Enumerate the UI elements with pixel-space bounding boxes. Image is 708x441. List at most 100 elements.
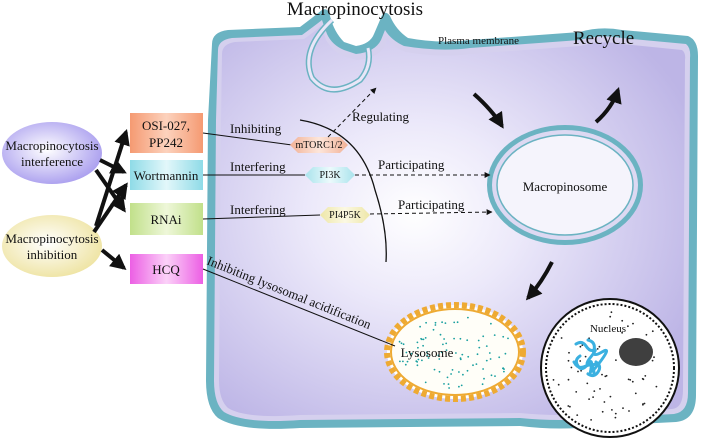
lysosome-dot: [485, 345, 488, 347]
lysosome-dot: [445, 349, 448, 351]
nucleus-dot: [653, 356, 655, 359]
lysosome-dot: [406, 360, 409, 363]
inhibiting-label: Inhibiting: [230, 121, 282, 136]
lysosome-dot: [398, 340, 401, 343]
nucleus-dot: [604, 326, 607, 329]
agent-target-lines: [202, 132, 396, 347]
recycle-label: Recycle: [573, 28, 634, 49]
lysosome-dot: [426, 354, 429, 357]
lysosome-dot: [448, 387, 450, 389]
nucleus-dot: [588, 398, 590, 400]
lysosome-dot: [420, 337, 422, 340]
lysosome-dot: [466, 369, 469, 372]
nucleus-dot: [601, 410, 604, 413]
macropinosome-label: Macropinosome: [523, 179, 608, 194]
lysosome-dot: [437, 354, 440, 357]
nucleus-dot: [610, 311, 613, 314]
lysosome-dot: [507, 337, 509, 340]
lysosome-dot: [442, 343, 444, 346]
interference-label-line1: Macropinocytosis: [5, 138, 98, 153]
nucleus-dot: [629, 379, 632, 381]
lysosome-dot: [498, 356, 501, 359]
nucleolus: [619, 338, 653, 366]
lysosome-contents: [398, 316, 509, 389]
nucleus-dot: [557, 383, 560, 386]
strategy-connectors: [92, 128, 130, 271]
lysosome-dot: [502, 367, 505, 370]
nucleus-dot: [641, 377, 644, 380]
nucleus-dot: [577, 370, 579, 373]
lysosome-dot: [483, 377, 485, 380]
lysosome-dot: [459, 337, 462, 340]
nucleus-label: Nucleus: [590, 323, 626, 335]
regulating-label: Regulating: [352, 109, 410, 124]
chromatin: [572, 338, 608, 378]
lysosome-dot: [450, 373, 452, 375]
pi3k-target: PI3K: [305, 167, 355, 183]
nucleus-dot: [614, 416, 617, 419]
lysosome-dot: [400, 342, 403, 345]
lysosome-dot: [502, 335, 505, 338]
wortmannin-box: Wortmannin: [130, 160, 203, 190]
lysosome-dot: [425, 321, 427, 324]
lysosome-dot: [478, 346, 481, 349]
lysosome-dot: [438, 358, 441, 360]
nucleus-dot: [627, 325, 629, 328]
nucleus-dot: [627, 378, 630, 381]
nucleus: Nucleus: [540, 298, 680, 438]
nucleus-dot: [645, 333, 648, 336]
nucleus-dot: [590, 419, 592, 421]
lysosome-dot: [439, 333, 442, 336]
lysosome-dot: [459, 357, 462, 360]
nucleus-dot: [568, 351, 570, 354]
lysosome-dot: [424, 381, 427, 384]
lysosome-dot: [422, 344, 424, 347]
lysosome-dot: [433, 368, 436, 371]
lysosome-dot: [410, 352, 413, 355]
pi4p5k-label: PI4P5K: [329, 210, 361, 221]
lysosome-dot: [476, 353, 479, 356]
nucleus-dot: [570, 366, 573, 369]
lysosome-dot: [404, 363, 407, 366]
nucleus-dot: [599, 388, 601, 390]
nucleus-dot: [575, 391, 578, 393]
lysosome-dot: [451, 369, 454, 371]
nucleus-dot: [601, 373, 603, 376]
lysosome-dot: [416, 364, 419, 367]
to-lysosome-arrow: [525, 261, 554, 301]
inhibition-label-line1: Macropinocytosis: [5, 231, 98, 246]
lysosome-dot: [494, 375, 496, 377]
nucleus-dot: [609, 315, 612, 318]
mtorc-label: mTORC1/2: [295, 140, 342, 151]
lysosome-dot: [422, 338, 425, 341]
rnai-box: RNAi: [130, 203, 203, 235]
lysosome-dot: [424, 337, 427, 339]
lysosome-dot: [405, 351, 408, 354]
rnai-label: RNAi: [150, 212, 181, 227]
osi-label-line2: PP242: [149, 135, 183, 150]
lysosome-dot: [446, 376, 449, 379]
membrane-ruffle: [305, 17, 372, 93]
lysosome-dot: [472, 364, 474, 367]
interfering-label-2: Interfering: [230, 202, 286, 217]
nucleus-dot: [615, 359, 617, 361]
lysosome-dot: [434, 321, 437, 324]
lysosome-dot: [503, 370, 505, 373]
nucleus-dot: [604, 375, 607, 378]
nucleus-dot: [603, 401, 606, 403]
lysosome-dot: [466, 339, 469, 342]
osi-box: OSI-027, PP242: [130, 113, 203, 153]
nucleus-dot: [628, 410, 630, 412]
lysosome-dot: [417, 346, 419, 349]
lysosome-dot: [462, 373, 464, 376]
mtorc-target: mTORC1/2: [290, 137, 348, 153]
lysosome-dot: [438, 370, 441, 373]
figure-title: Macropinocytosis: [287, 0, 423, 20]
lysosome-dot: [488, 352, 491, 354]
lysosome-dot: [467, 355, 470, 358]
lysosome-dot: [490, 374, 493, 377]
lysosome-dot: [489, 358, 492, 360]
lysosome-dot: [444, 322, 447, 324]
nucleus-dot: [631, 380, 634, 383]
nucleus-dot: [651, 330, 654, 333]
